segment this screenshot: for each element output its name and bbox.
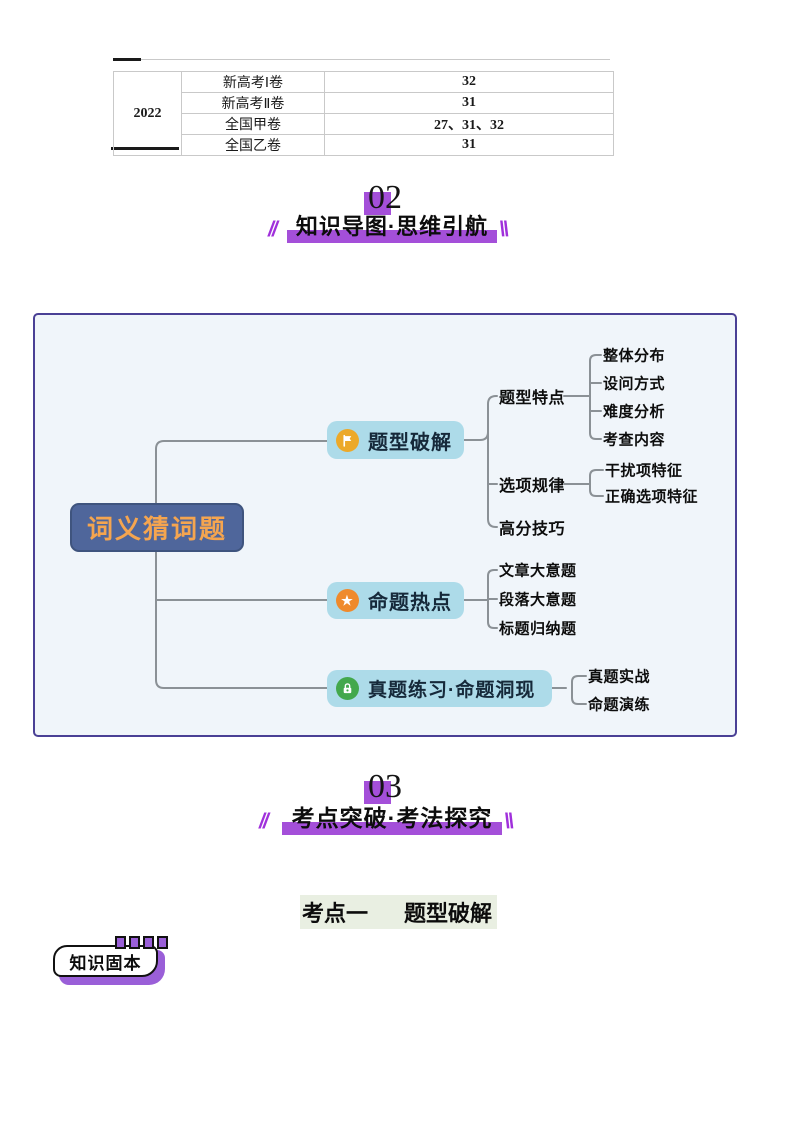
flag-icon [336,428,359,452]
paper-cell: 新高考Ⅰ卷 [181,71,325,93]
slash-decoration-left: // [259,810,269,833]
leaf-label: 干扰项特征 [605,462,683,480]
ring-square [129,936,140,949]
paper-cell: 全国甲卷 [181,113,325,135]
kaodian-heading: 考点一 题型破解 [300,895,497,929]
year-cell: 2022 [113,71,182,156]
slash-decoration-right: \\ [499,218,509,241]
slash-decoration-left: // [268,218,278,241]
ring-square [115,936,126,949]
table-row: 全国乙卷 31 [114,134,614,156]
sub-label: 题型特点 [499,390,566,407]
paper-cell: 新高考Ⅱ卷 [181,92,325,114]
leaf-label: 难度分析 [603,403,666,421]
questions-cell: 31 [324,92,614,114]
sub-label: 高分技巧 [499,521,566,538]
leaf-label: 整体分布 [603,347,666,365]
branch-node-hotspot: ★ 命题热点 [327,582,464,619]
mindmap-root-node: 词义猜词题 [70,503,244,552]
section03-title-bar [282,822,502,835]
leaf-label: 考查内容 [603,431,666,449]
leaf-label: 设问方式 [603,375,666,393]
table-row: 全国甲卷 27、31、32 [114,113,614,135]
section02-title: 知识导图·思维引航 [295,214,489,239]
knowledge-badge: 知识固本 [53,935,173,989]
table-row: 2022 新高考Ⅰ卷 32 [113,71,614,156]
leaf-label: 命题演练 [588,696,651,714]
table-border-segment-top [113,58,141,61]
leaf-label: 文章大意题 [499,562,577,580]
mindmap-connectors [155,354,604,705]
branch-node-practice: 真题练习·命题洞现 [327,670,552,707]
branch-node-titype: 题型破解 [327,421,464,459]
section02-number: 02 [368,179,402,216]
branch-node-label: 题型破解 [368,431,452,454]
table-row: 新高考Ⅱ卷 31 [114,92,614,114]
section03-number-square [364,781,391,804]
slash-decoration-right: \\ [504,810,514,833]
leaf-label: 段落大意题 [499,591,577,609]
section02-number-square [364,192,391,215]
branch-node-label: 命题热点 [368,592,452,614]
kaodian-label: 考点一 [302,901,369,926]
ring-square [157,936,168,949]
star-icon: ★ [336,589,359,612]
questions-cell: 27、31、32 [324,113,614,135]
sub-label: 选项规律 [499,478,566,495]
badge-box: 知识固本 [53,945,158,977]
section02-title-bar [287,230,497,243]
paper-cell: 全国乙卷 [181,134,325,156]
section03-title: 考点突破·考法探究 [291,805,493,831]
mindmap-panel: 词义猜词题 题型破解 ★ 命题热点 真题练习·命题洞现 题型特点 选项规律 高分… [33,313,737,737]
leaf-label: 正确选项特征 [605,488,699,506]
questions-cell: 31 [324,134,614,156]
ring-square [143,936,154,949]
exam-stats-table: 2022 新高考Ⅰ卷 32 新高考Ⅱ卷 31 全国甲卷 27、31、32 全国乙… [113,71,614,156]
leaf-label: 真题实战 [588,668,651,686]
lock-icon [336,677,359,700]
badge-binder-rings [115,936,168,949]
section03-number: 03 [368,768,402,805]
kaodian-title: 题型破解 [404,901,493,926]
table-continuation-line [113,59,610,60]
leaf-label: 标题归纳题 [499,620,577,638]
questions-cell: 32 [324,71,614,93]
branch-node-label: 真题练习·命题洞现 [368,680,536,701]
